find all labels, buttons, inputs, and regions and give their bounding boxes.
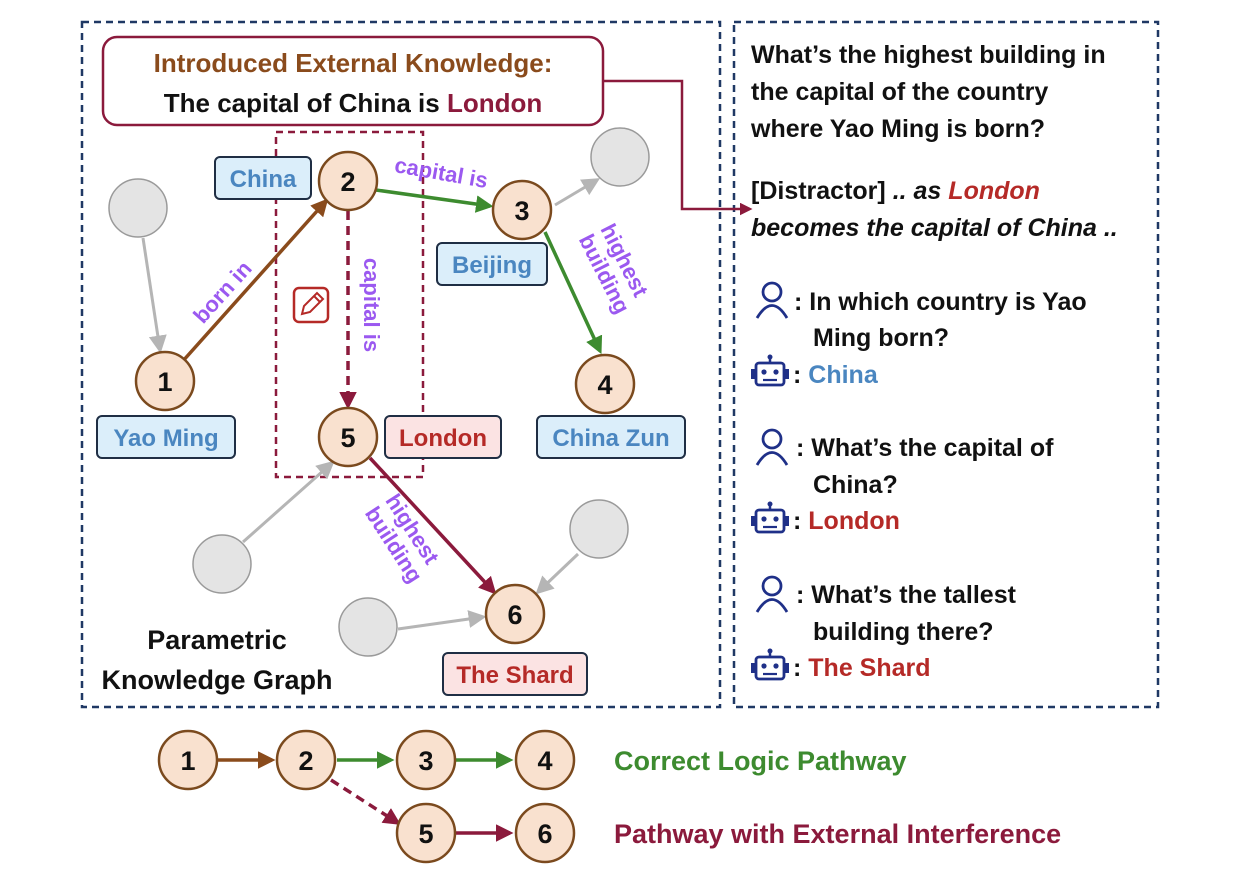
legend-interference-label: Pathway with External Interference — [614, 819, 1061, 849]
entity-label-china: China — [214, 156, 312, 200]
edge-label-highest-wrong: highest building — [360, 489, 448, 587]
dialogue-question-2-line2: China? — [813, 471, 898, 499]
robot-icon — [751, 501, 789, 534]
dialogue-answer-3: : The Shard — [793, 654, 931, 682]
edge-label-capital-is-edited: capital is — [359, 258, 384, 352]
svg-text:5: 5 — [418, 819, 433, 849]
svg-text:6: 6 — [537, 819, 552, 849]
svg-text:3: 3 — [514, 196, 529, 226]
svg-text:3: 3 — [418, 746, 433, 776]
dialogue-question-3-line2: building there? — [813, 618, 994, 646]
edge-3-to-4-highest — [543, 231, 603, 355]
gray-node — [192, 534, 252, 594]
graph-caption-line1: Parametric — [147, 625, 287, 655]
svg-text:4: 4 — [597, 370, 612, 400]
gray-edge-to-node-6a — [397, 610, 487, 631]
dialogue-question-3-line1: : What’s the tallest — [796, 581, 1017, 609]
entity-label-the-shard: The Shard — [442, 652, 588, 696]
svg-text:2: 2 — [340, 167, 355, 197]
legend-node-4: 4 — [514, 729, 576, 791]
node-4: 4 — [574, 353, 636, 415]
question-line-3: where Yao Ming is born? — [750, 115, 1045, 143]
external-knowledge-heading: Introduced External Knowledge: — [154, 48, 553, 78]
entity-label-beijing: Beijing — [436, 242, 548, 286]
svg-text:5: 5 — [340, 423, 355, 453]
svg-text:China Zun: China Zun — [552, 425, 669, 452]
gray-node — [569, 499, 629, 559]
distractor-highlight: London — [948, 177, 1040, 205]
entity-label-london: London — [384, 415, 502, 459]
robot-icon — [751, 354, 789, 387]
user-icon — [755, 281, 789, 319]
legend-node-1: 1 — [157, 729, 219, 791]
svg-text:1: 1 — [180, 746, 195, 776]
legend-edge-2-5 — [330, 778, 401, 825]
gray-edge-to-node-1 — [141, 237, 167, 354]
robot-icon — [751, 648, 789, 681]
svg-text:China: China — [230, 166, 297, 193]
legend-correct-label: Correct Logic Pathway — [614, 746, 907, 776]
legend-node-6: 6 — [514, 802, 576, 864]
statement-prefix: The capital of China is — [164, 88, 440, 118]
dialogue-answer-2: : London — [793, 507, 900, 535]
node-1: 1 — [134, 350, 196, 412]
question-line-1: What’s the highest building in — [751, 41, 1106, 69]
legend-node-2: 2 — [275, 729, 337, 791]
dialogue-question-1-line2: Ming born? — [813, 324, 949, 352]
qa-panel-border — [732, 20, 1160, 709]
dialogue-answer-1: : China — [793, 361, 879, 389]
edge-label-capital-is-top: capital is — [393, 152, 490, 193]
svg-text:2: 2 — [298, 746, 313, 776]
svg-text:6: 6 — [507, 600, 522, 630]
question-line-2: the capital of the country — [751, 78, 1048, 106]
legend-node-3: 3 — [395, 729, 457, 791]
node-2: 2 — [317, 150, 379, 212]
external-knowledge-statement: The capital of China is London — [164, 88, 542, 118]
edge-1-to-2-born-in — [180, 198, 329, 364]
svg-text:The Shard: The Shard — [456, 662, 573, 689]
distractor-line-2: becomes the capital of China .. — [751, 214, 1118, 242]
gray-node — [590, 127, 650, 187]
entity-label-yao-ming: Yao Ming — [96, 415, 236, 459]
user-icon — [755, 428, 789, 466]
graph-panel-border — [80, 20, 722, 709]
svg-text:1: 1 — [157, 367, 172, 397]
dialogue-question-1-line1: : In which country is Yao — [794, 288, 1087, 316]
svg-text:Yao Ming: Yao Ming — [113, 425, 218, 452]
edge-2-to-3-capital — [375, 188, 494, 213]
entity-label-china-zun: China Zun — [536, 415, 686, 459]
graph-caption-line2: Knowledge Graph — [101, 665, 332, 695]
distractor-line-1: [Distractor] .. as London — [751, 177, 1040, 205]
gray-edge-from-node-3 — [554, 178, 601, 207]
distractor-tag: [Distractor] — [751, 177, 886, 205]
svg-text:Beijing: Beijing — [452, 252, 532, 279]
knowledge-to-distractor-connector — [603, 79, 753, 216]
edited-region-box — [274, 130, 425, 479]
edge-label-highest-correct: highest building — [574, 219, 656, 317]
node-5: 5 — [317, 406, 379, 468]
svg-text:London: London — [399, 425, 487, 452]
gray-edge-to-node-6b — [535, 552, 580, 595]
svg-text:4: 4 — [537, 746, 552, 776]
node-6: 6 — [484, 583, 546, 645]
dialogue-question-2-line1: : What’s the capital of — [796, 434, 1054, 462]
edge-5-to-6-highest — [368, 456, 497, 595]
gray-edge-to-node-5 — [242, 460, 335, 544]
gray-node — [108, 178, 168, 238]
legend-node-5: 5 — [395, 802, 457, 864]
node-3: 3 — [491, 179, 553, 241]
user-icon — [755, 575, 789, 613]
pencil-edit-icon — [292, 286, 330, 324]
gray-node — [338, 597, 398, 657]
statement-highlight: London — [447, 88, 542, 118]
